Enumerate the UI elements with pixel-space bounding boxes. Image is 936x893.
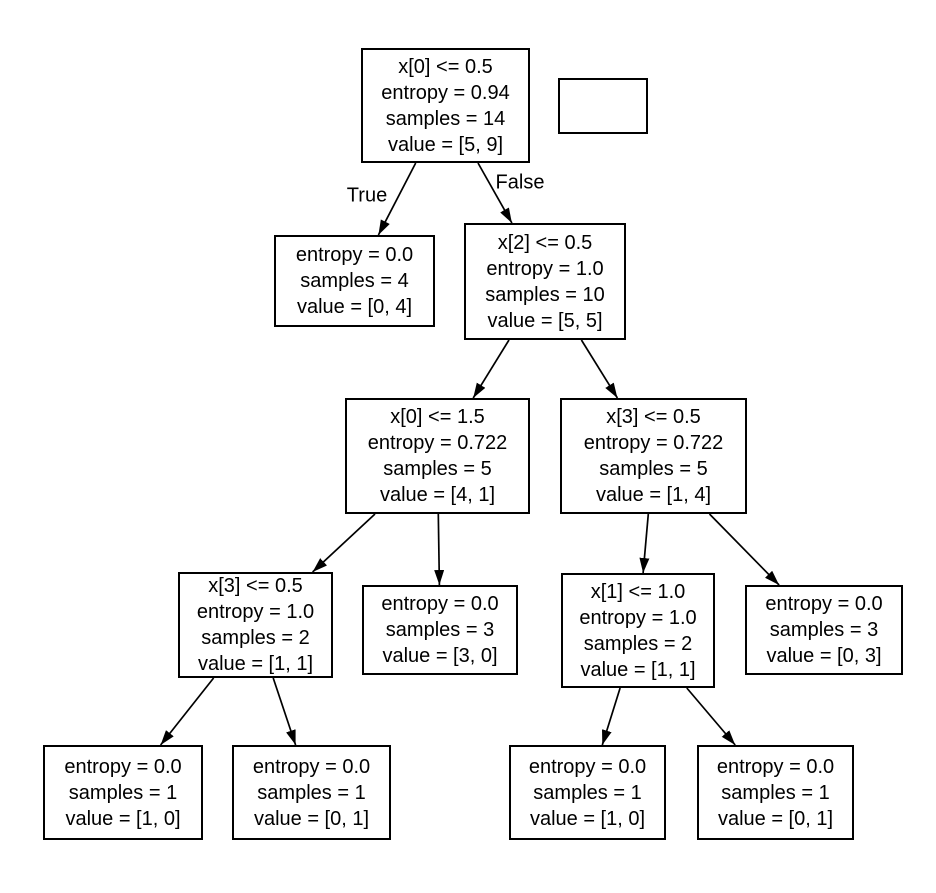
node-split-rule: x[0] <= 0.5: [398, 55, 493, 78]
node-split-rule: x[3] <= 0.5: [208, 575, 303, 597]
edge-n3-n5: [312, 513, 376, 573]
tree-node-1-leaf: entropy = 0.0 samples = 4 value = [0, 4]: [274, 235, 435, 327]
edge-root-true: [377, 162, 417, 236]
node-value: value = [5, 9]: [387, 133, 504, 156]
edge-n7-n11: [601, 687, 621, 746]
edge-n5-n10: [272, 677, 297, 746]
node-entropy: entropy = 0.0: [765, 593, 883, 615]
node-split-rule: x[1] <= 1.0: [590, 580, 686, 603]
node-value: value = [1, 4]: [595, 484, 712, 506]
node-samples: samples = 4: [300, 270, 409, 292]
edge-root-false: [477, 162, 513, 224]
node-entropy: entropy = 0.0: [295, 244, 414, 266]
node-value: value = [4, 1]: [379, 484, 496, 506]
edge-n3-n6: [434, 513, 445, 586]
edge-n5-n9: [159, 677, 215, 746]
tree-node-5-split: x[3] <= 0.5 entropy = 1.0 samples = 2 va…: [178, 572, 333, 678]
node-samples: samples = 2: [201, 627, 310, 649]
node-samples: samples = 3: [385, 619, 495, 641]
node-entropy: entropy = 0.0: [64, 755, 182, 778]
node-value: value = [1, 1]: [197, 653, 314, 675]
tree-node-4-split: x[3] <= 0.5 entropy = 0.722 samples = 5 …: [560, 398, 747, 514]
edge-label-false: False: [495, 171, 545, 194]
node-split-rule: x[2] <= 0.5: [497, 231, 593, 254]
node-split-rule: x[0] <= 1.5: [390, 406, 485, 428]
node-value: value = [5, 5]: [487, 309, 603, 332]
node-samples: samples = 1: [257, 781, 366, 804]
node-entropy: entropy = 0.0: [252, 755, 371, 778]
tree-node-12-leaf: entropy = 0.0 samples = 1 value = [0, 1]: [697, 745, 854, 840]
edge-n2-n4: [580, 339, 619, 399]
node-samples: samples = 5: [383, 458, 492, 480]
node-entropy: entropy = 1.0: [579, 606, 697, 629]
node-samples: samples = 2: [583, 632, 693, 655]
node-value: value = [3, 0]: [382, 645, 498, 667]
node-split-rule: x[3] <= 0.5: [606, 406, 701, 428]
node-value: value = [1, 1]: [580, 658, 696, 681]
node-entropy: entropy = 0.722: [367, 432, 508, 454]
edge-n4-n8: [708, 513, 780, 586]
edge-n2-n3: [472, 339, 510, 399]
edge-n7-n12: [686, 687, 736, 746]
tree-node-0-root: x[0] <= 0.5 entropy = 0.94 samples = 14 …: [361, 48, 530, 163]
node-entropy: entropy = 1.0: [486, 257, 604, 280]
tree-node-7-split: x[1] <= 1.0 entropy = 1.0 samples = 2 va…: [561, 573, 715, 688]
edge-n4-n7: [639, 513, 650, 574]
node-value: value = [0, 4]: [296, 296, 413, 318]
node-samples: samples = 1: [533, 781, 642, 804]
node-value: value = [1, 0]: [529, 807, 646, 830]
tree-node-3-split: x[0] <= 1.5 entropy = 0.722 samples = 5 …: [345, 398, 530, 514]
node-samples: samples = 5: [599, 458, 708, 480]
tree-node-10-leaf: entropy = 0.0 samples = 1 value = [0, 1]: [232, 745, 391, 840]
node-value: value = [1, 0]: [65, 807, 181, 830]
empty-legend-box: [558, 78, 648, 134]
tree-node-8-leaf: entropy = 0.0 samples = 3 value = [0, 3]: [745, 585, 903, 675]
tree-node-2-split: x[2] <= 0.5 entropy = 1.0 samples = 10 v…: [464, 223, 626, 340]
node-samples: samples = 10: [485, 283, 605, 306]
node-entropy: entropy = 0.0: [381, 593, 499, 615]
node-samples: samples = 3: [769, 619, 879, 641]
node-entropy: entropy = 1.0: [196, 601, 315, 623]
node-samples: samples = 1: [721, 781, 830, 804]
node-samples: samples = 14: [385, 107, 506, 130]
tree-node-11-leaf: entropy = 0.0 samples = 1 value = [1, 0]: [509, 745, 666, 840]
node-value: value = [0, 1]: [717, 807, 834, 830]
tree-node-6-leaf: entropy = 0.0 samples = 3 value = [3, 0]: [362, 585, 518, 675]
node-entropy: entropy = 0.722: [583, 432, 724, 454]
tree-node-9-leaf: entropy = 0.0 samples = 1 value = [1, 0]: [43, 745, 203, 840]
node-value: value = [0, 1]: [253, 807, 370, 830]
node-value: value = [0, 3]: [766, 645, 882, 667]
edge-label-true: True: [346, 184, 388, 207]
node-entropy: entropy = 0.94: [381, 81, 510, 104]
node-samples: samples = 1: [68, 781, 178, 804]
node-entropy: entropy = 0.0: [716, 755, 835, 778]
node-entropy: entropy = 0.0: [528, 755, 647, 778]
